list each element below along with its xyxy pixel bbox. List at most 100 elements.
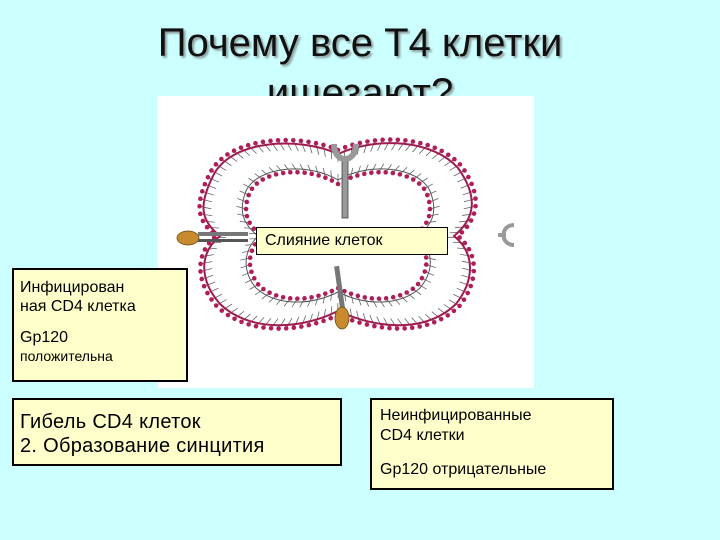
lipid-head <box>199 189 205 194</box>
lipid-head <box>462 168 467 173</box>
lipid-head <box>415 281 421 287</box>
lipid-head <box>390 170 396 176</box>
lipid-head <box>291 325 297 331</box>
lipid-head <box>260 139 266 145</box>
lipid-head <box>465 290 471 296</box>
lipid-head <box>238 145 244 150</box>
lipid-head <box>198 211 203 217</box>
lipid-head <box>468 218 474 223</box>
lipid-head <box>468 283 474 289</box>
lipid-head <box>313 140 319 146</box>
lipid-head <box>410 177 416 182</box>
lipid-head <box>251 276 257 281</box>
lipid-head <box>295 169 300 175</box>
lipid-head <box>427 206 433 212</box>
lipid-head <box>213 303 219 308</box>
lipid-head <box>424 220 429 226</box>
lipid-head <box>423 262 429 267</box>
lipid-head <box>394 326 400 331</box>
lipid-head <box>469 253 475 259</box>
lipid-head <box>380 137 385 143</box>
infected-line-1: Инфицирован <box>20 279 125 296</box>
lipid-head <box>452 156 457 162</box>
lipid-head <box>276 326 281 331</box>
lipid-head <box>425 142 430 148</box>
lipid-head <box>254 181 260 186</box>
lipid-head <box>432 145 438 151</box>
lipid-head <box>461 297 467 302</box>
lipid-head <box>306 139 311 145</box>
lipid-head <box>231 148 237 154</box>
lipid-head <box>335 181 341 187</box>
lipid-head <box>431 319 437 325</box>
lipid-head <box>387 325 392 331</box>
lipid-bilayer <box>197 137 478 331</box>
lipid-head <box>451 308 457 314</box>
lipid-head <box>364 322 370 327</box>
infected-line-2: ная CD4 клетка <box>20 298 136 315</box>
lipid-head <box>246 192 252 198</box>
lipid-head <box>471 268 477 274</box>
lipid-head <box>322 291 328 296</box>
lipid-head <box>253 140 258 146</box>
receptor-cup-icon <box>498 223 515 247</box>
lipid-head <box>213 162 219 167</box>
lipid-head <box>197 203 202 209</box>
cd4-receptor-right <box>498 222 518 248</box>
lipid-head <box>198 269 203 274</box>
lipid-head <box>275 137 281 143</box>
lipid-head <box>426 199 432 205</box>
lipid-head <box>424 192 430 198</box>
lipid-head <box>348 291 354 297</box>
lipid-head <box>316 293 321 299</box>
lipid-head <box>260 177 266 182</box>
uninfected-gp120: Gp120 отрицательные <box>380 461 547 478</box>
receptor-top <box>331 143 359 219</box>
lipid-head <box>369 170 374 176</box>
diagram-panel <box>158 96 534 388</box>
lipid-head <box>211 235 217 240</box>
lipid-head <box>249 269 254 275</box>
infected-gp120: Gp120 <box>20 329 69 346</box>
lipid-head <box>438 316 444 322</box>
lipid-head <box>457 303 462 309</box>
lipid-head <box>349 318 355 323</box>
lipid-head <box>387 137 393 142</box>
lipid-head <box>471 261 476 266</box>
lipid-head <box>268 326 274 331</box>
lipid-head <box>357 320 362 325</box>
lipid-head <box>466 174 471 180</box>
lipid-head <box>419 275 425 281</box>
lipid-head <box>445 152 451 158</box>
lipid-head <box>422 269 428 274</box>
lipid-head <box>295 296 300 301</box>
lipid-head <box>267 290 272 295</box>
lipid-head <box>321 318 326 324</box>
lipid-head <box>209 168 214 173</box>
lipid-head <box>355 293 361 299</box>
lipid-head <box>249 186 255 192</box>
lipid-head <box>202 181 208 187</box>
lipid-head <box>309 295 314 300</box>
lipid-head <box>243 206 249 212</box>
lipid-head <box>410 139 416 144</box>
lipid-head <box>202 247 208 252</box>
lipid-head <box>342 288 347 294</box>
uninfected-line-2: CD4 клетки <box>380 427 465 444</box>
lipid-head <box>321 142 326 148</box>
lipid-head <box>287 296 293 301</box>
lipid-head <box>288 170 293 175</box>
lipid-head <box>200 218 206 224</box>
lipid-head <box>376 169 381 175</box>
lipid-head <box>273 172 279 177</box>
lipid-head <box>255 282 261 287</box>
lipid-head <box>219 156 224 162</box>
lipid-head <box>253 323 259 329</box>
lipid-head <box>219 308 225 313</box>
lipid-head <box>466 246 472 252</box>
lipid-head <box>247 255 253 261</box>
fusion-label-box: Слияние клеток <box>256 227 448 255</box>
lipid-head <box>280 170 286 176</box>
lipid-head <box>244 199 250 205</box>
lipid-head <box>470 276 476 282</box>
